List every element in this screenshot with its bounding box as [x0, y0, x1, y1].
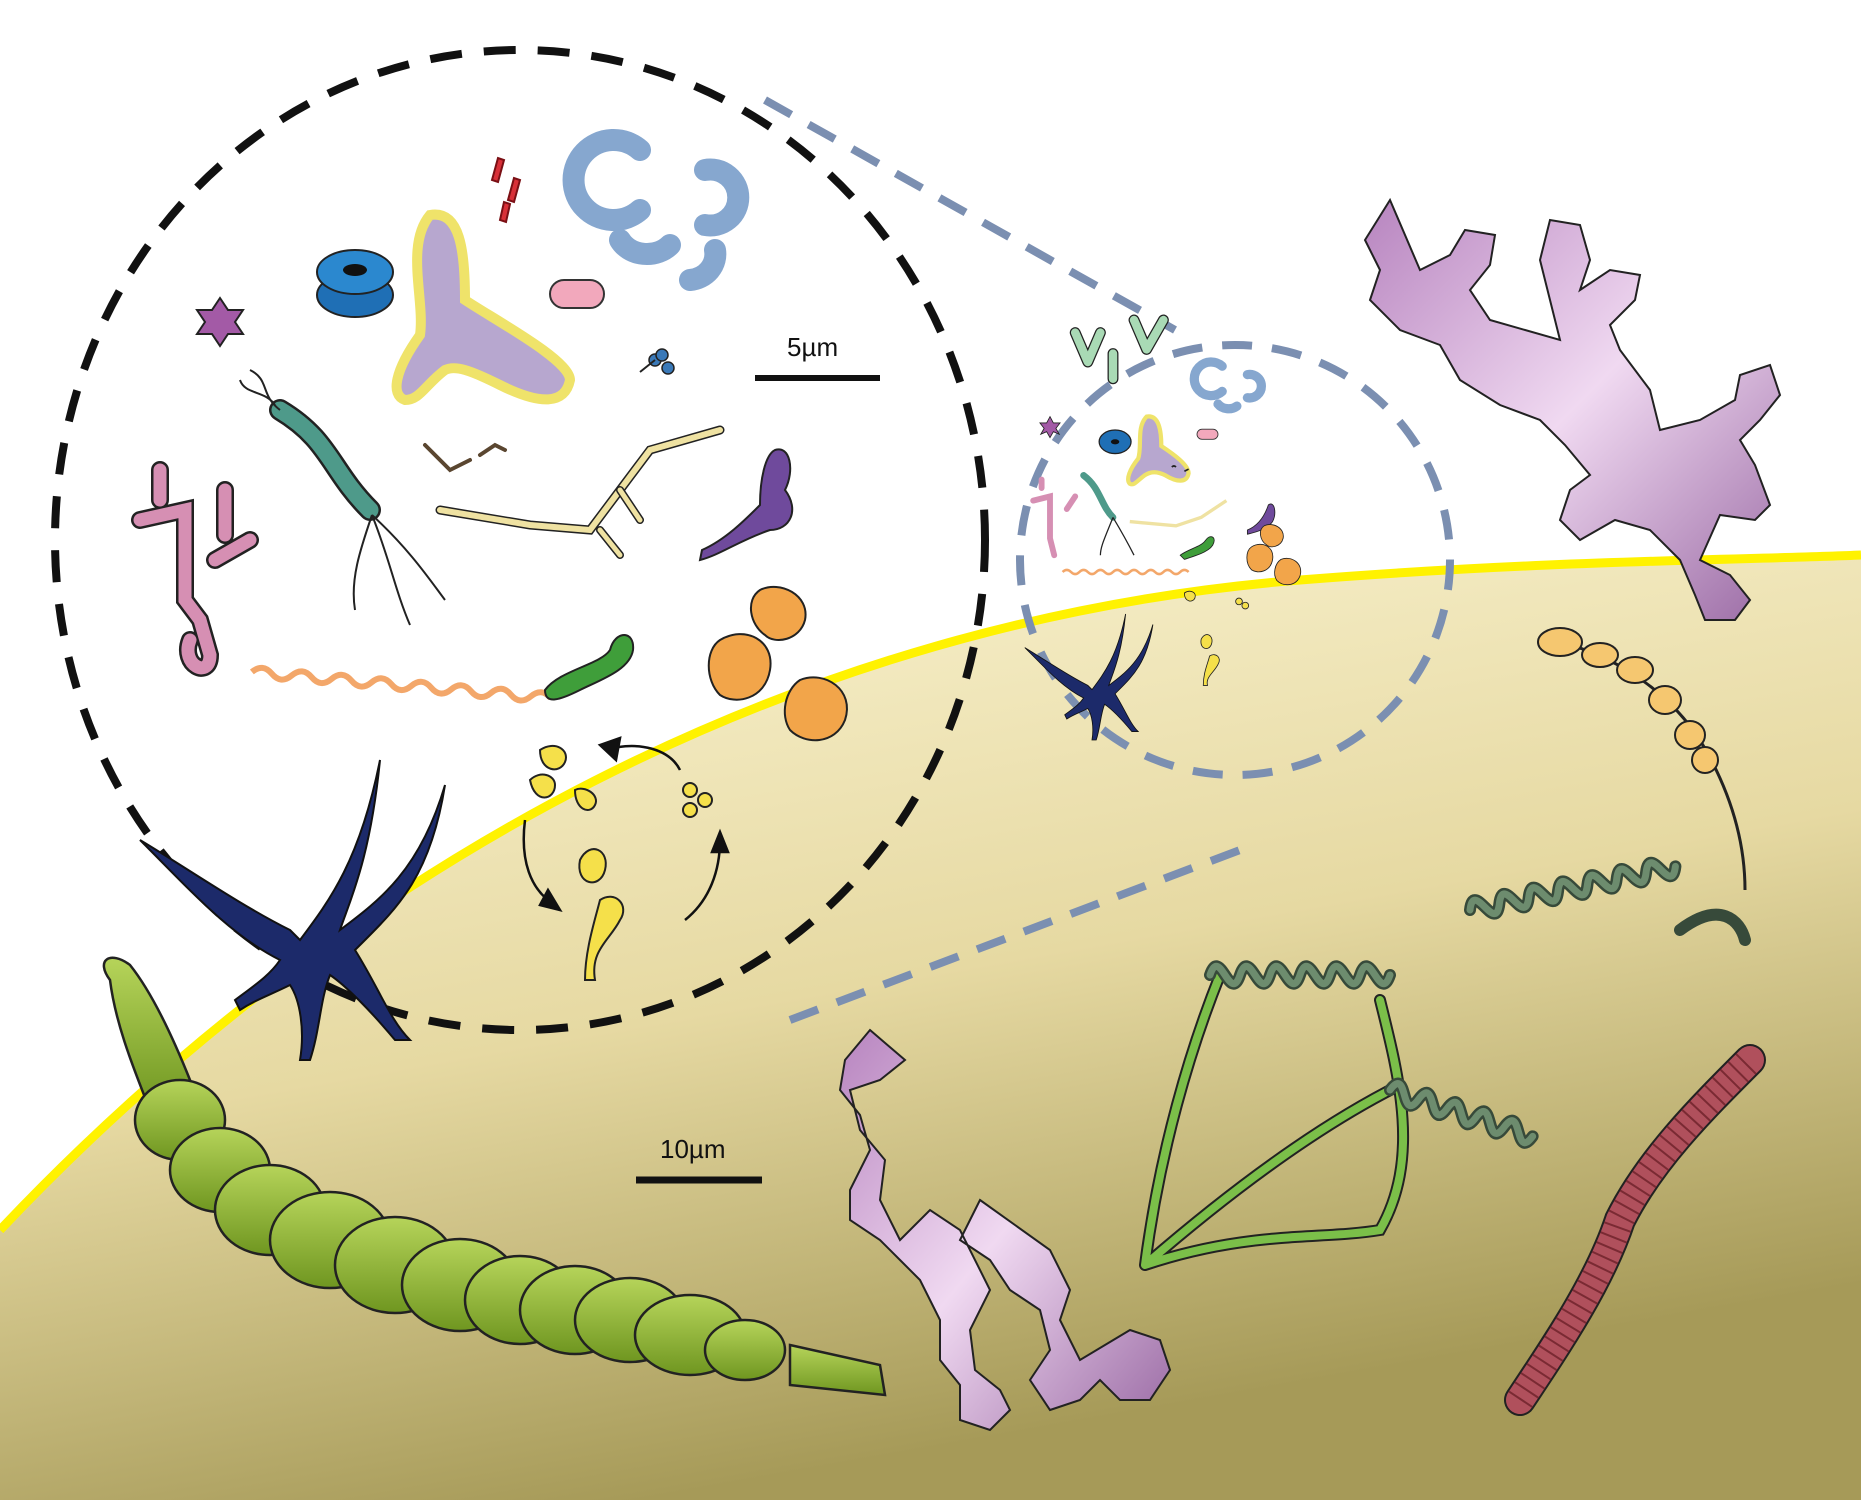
- blue-torus-microbe-icon: [316, 249, 394, 318]
- striped-red-worm-icon: [1504, 1044, 1766, 1416]
- tri-lobe-microbe-icon: [391, 209, 576, 406]
- pink-capsule-microbe-icon: [549, 279, 605, 309]
- zoom-connector-top: [763, 96, 1177, 334]
- blue-vibrio-microbes-icon: [562, 129, 750, 291]
- purple-club-microbe-icon: [698, 448, 794, 562]
- soil-region: [0, 555, 1861, 1500]
- scale-bar-10um: 10µm: [636, 1134, 762, 1184]
- scale-bar-5um: 5µm: [755, 332, 880, 381]
- flagellated-bacterium-icon: [239, 369, 446, 626]
- pink-branched-microbe-icon: [131, 461, 259, 677]
- red-rod-microbes-icon: [490, 156, 522, 224]
- inset-microbes: [1024, 314, 1302, 741]
- navy-amoeboid-icon: [139, 759, 446, 1061]
- life-cycle-arrows-icon: [522, 736, 730, 921]
- inset-circle: [1016, 341, 1454, 779]
- segmented-green-worm-icon: [102, 956, 887, 1397]
- blue-spore-cluster-icon: [639, 348, 675, 375]
- fungal-hypha-small-icon: [838, 1028, 1172, 1432]
- scale-label-5um: 5µm: [787, 332, 838, 362]
- coiled-protist-icon: [1139, 856, 1751, 1271]
- beaded-chain-icon: [1537, 627, 1747, 891]
- scale-label-10um: 10µm: [660, 1134, 726, 1164]
- orange-cyst-cluster-icon: [707, 585, 848, 742]
- zoom-connector-bottom: [788, 846, 1242, 1024]
- star-microbe-icon: [195, 296, 245, 348]
- green-bean-microbe-icon: [543, 634, 635, 701]
- fungal-hypha-large-icon: [1363, 197, 1782, 621]
- branched-filament-icon: [423, 425, 725, 559]
- zoom-circle: [51, 46, 989, 1034]
- spirochete-icon: [249, 664, 554, 704]
- life-cycle-cluster: [522, 736, 730, 981]
